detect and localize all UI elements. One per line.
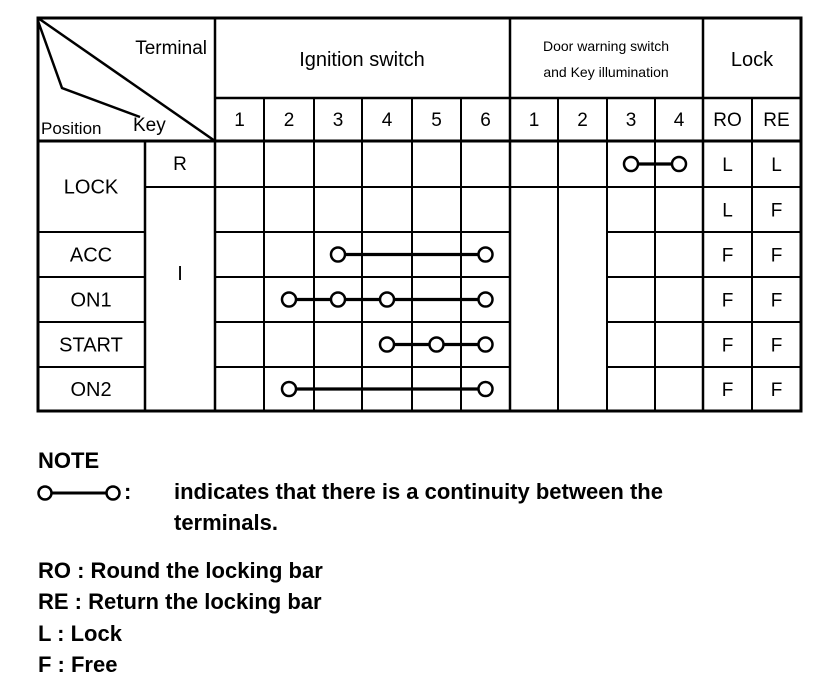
continuity-symbol-icon [37, 485, 121, 501]
lock-cell: F [771, 201, 783, 222]
position-label: ON2 [70, 379, 111, 401]
lock-cell: L [771, 155, 782, 176]
continuity-marks [280, 155, 688, 398]
continuity-terminal-dot [477, 380, 494, 398]
continuity-terminal-dot [477, 291, 494, 308]
lock-cells: L L L F F F F F F F F F [722, 155, 783, 401]
lock-cell: L [722, 201, 733, 222]
column-header: 1 [529, 110, 540, 131]
note-l: L : Lock [38, 621, 122, 646]
continuity-terminal-dot [477, 246, 494, 263]
lock-cell: F [771, 336, 783, 357]
note-title: NOTE [38, 448, 100, 473]
column-header: RE [763, 110, 789, 131]
continuity-terminal-dot [280, 380, 298, 398]
group-ignition-switch: Ignition switch [299, 49, 425, 71]
key-label: I [177, 263, 183, 285]
note-continuity-text-2: terminals. [174, 510, 278, 535]
group-door-warning-line1: Door warning switch [543, 38, 669, 54]
note-continuity-text-1: indicates that there is a continuity bet… [174, 479, 663, 504]
lock-cell: F [771, 380, 783, 401]
lock-cell: F [771, 291, 783, 312]
lock-cell: F [722, 336, 734, 357]
key-label: R [173, 154, 187, 175]
lock-cell: F [722, 380, 734, 401]
table-border [36, 16, 803, 413]
column-header: 4 [382, 110, 393, 131]
position-label: LOCK [64, 177, 119, 199]
continuity-terminal-dot [329, 291, 347, 308]
column-header: 1 [234, 110, 245, 131]
column-header: 4 [674, 110, 685, 131]
note-ro: RO : Round the locking bar [38, 558, 323, 583]
column-header: 5 [431, 110, 442, 131]
lock-cell: L [722, 155, 733, 176]
group-lock: Lock [731, 49, 774, 71]
terminal-label: Terminal [135, 38, 207, 59]
position-label: ACC [70, 245, 112, 267]
continuity-terminal-dot [329, 246, 347, 263]
key-label: Key [133, 115, 166, 136]
continuity-terminal-dot [622, 155, 640, 173]
continuity-terminal-dot [428, 336, 445, 353]
column-header: 3 [333, 110, 344, 131]
note-f: F : Free [38, 652, 118, 677]
position-label: START [59, 335, 123, 357]
continuity-terminal-dot [477, 336, 494, 353]
continuity-terminal-dot [378, 291, 396, 308]
lock-cell: F [722, 291, 734, 312]
header-diagonal [36, 20, 141, 119]
position-label: Position [41, 119, 101, 138]
column-header: 6 [480, 110, 491, 131]
note-re: RE : Return the locking bar [38, 589, 322, 614]
continuity-terminal-dot [378, 336, 396, 353]
column-header: RO [713, 110, 742, 131]
position-label: ON1 [70, 290, 111, 312]
column-header: 2 [577, 110, 588, 131]
lock-cell: F [722, 246, 734, 267]
note-symbol-colon: : [124, 479, 132, 504]
column-header: 2 [284, 110, 295, 131]
column-headers: 1 2 3 4 5 6 1 2 3 4 RO RE [234, 110, 789, 131]
header-diagonal [37, 16, 216, 143]
continuity-terminal-dot [670, 155, 688, 173]
lock-cell: F [771, 246, 783, 267]
continuity-terminal-dot [280, 291, 298, 308]
column-header: 3 [626, 110, 637, 131]
group-door-warning-line2: and Key illumination [543, 64, 668, 80]
